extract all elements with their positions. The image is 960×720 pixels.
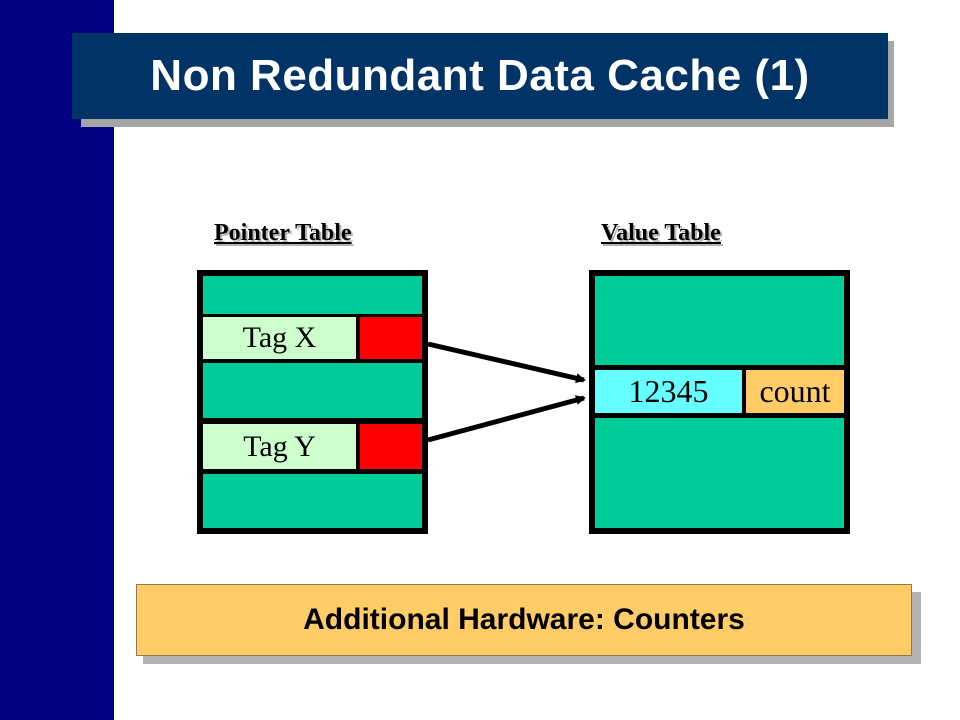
value-table-label: Value Table (601, 220, 721, 246)
value-table-row (595, 276, 844, 365)
pointer-x-cell (360, 317, 422, 359)
value-table-row (595, 418, 844, 528)
pointer-table-row (203, 363, 422, 418)
pointer-table: Tag X Tag Y (197, 270, 428, 534)
arrow-tag-y (427, 395, 586, 443)
pointer-table-row (203, 276, 422, 314)
pointer-y-cell (360, 424, 422, 469)
tag-x-cell: Tag X (203, 317, 356, 359)
slide-title: Non Redundant Data Cache (1) (72, 33, 888, 119)
pointer-table-label: Pointer Table (214, 220, 352, 246)
count-cell: count (746, 370, 844, 413)
value-table: 12345 count (589, 270, 850, 534)
hardware-note: Additional Hardware: Counters (136, 584, 912, 656)
value-cell: 12345 (595, 370, 742, 413)
pointer-table-row (203, 474, 422, 528)
tag-y-cell: Tag Y (203, 424, 356, 469)
arrow-tag-x (427, 341, 586, 384)
